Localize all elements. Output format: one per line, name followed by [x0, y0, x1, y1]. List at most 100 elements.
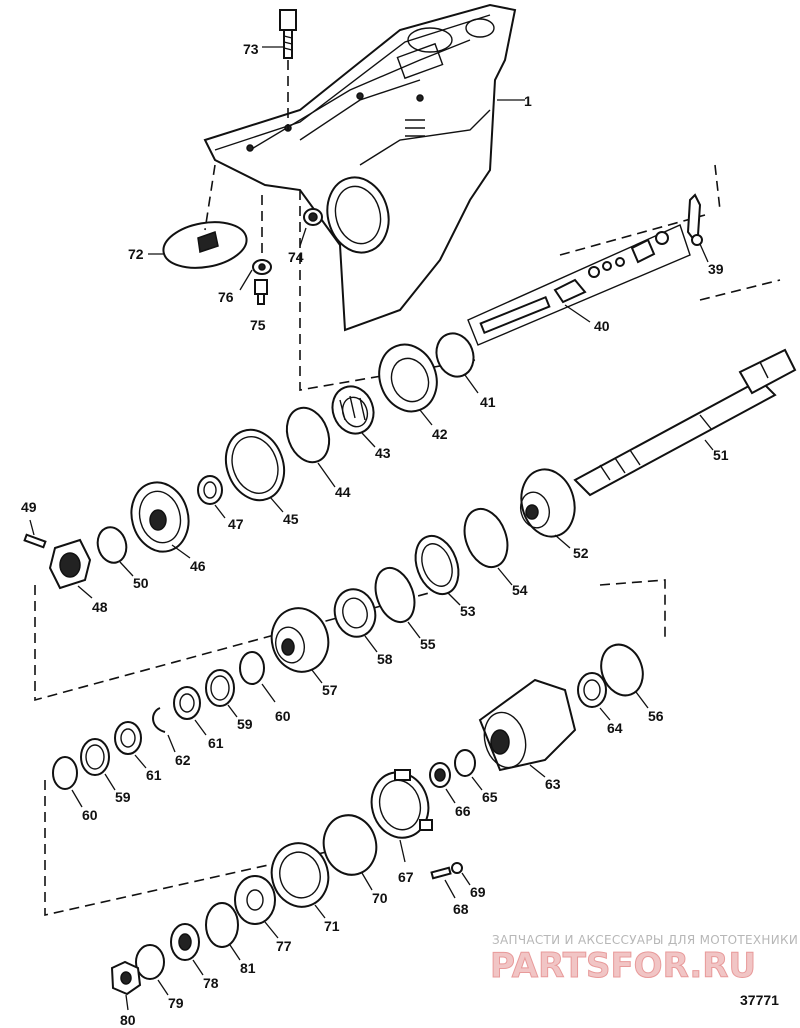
- tab-washer: [135, 944, 165, 980]
- screw: [254, 279, 268, 305]
- bearing-carrier: [270, 607, 330, 673]
- propeller-hub: [170, 923, 200, 961]
- needle-bearing: [333, 588, 377, 638]
- callout-77: 77: [276, 938, 292, 954]
- callout-45: 45: [283, 511, 299, 527]
- reverse-gear: [519, 468, 576, 538]
- callout-61b: 61: [146, 767, 162, 783]
- nut: [303, 208, 323, 226]
- watermark-logo-text: PARTSFOR.RU: [490, 946, 756, 985]
- o-ring: [600, 643, 644, 697]
- callout-42: 42: [432, 426, 448, 442]
- tab-washer: [205, 902, 239, 948]
- callout-40: 40: [594, 318, 610, 334]
- bearing-cup: [378, 343, 438, 413]
- callout-75: 75: [250, 317, 266, 333]
- callout-51: 51: [713, 447, 729, 463]
- gear-housing: [203, 3, 517, 332]
- callout-52: 52: [573, 545, 589, 561]
- callout-61a: 61: [208, 735, 224, 751]
- bearing-carrier: [478, 678, 577, 772]
- callout-41: 41: [480, 394, 496, 410]
- oil-seal: [429, 762, 451, 788]
- callout-79: 79: [168, 995, 184, 1011]
- callout-74: 74: [288, 249, 304, 265]
- callout-60a: 60: [275, 708, 291, 724]
- thrust-hub: [234, 875, 276, 925]
- callout-49: 49: [21, 499, 37, 515]
- callout-76: 76: [218, 289, 234, 305]
- callout-73: 73: [243, 41, 259, 57]
- callout-63: 63: [545, 776, 561, 792]
- callout-70: 70: [372, 890, 388, 906]
- thrust-bearing: [80, 738, 110, 776]
- callout-labels: 1 73 72 74 76 75 39 40 41 42 43 44 45 47…: [21, 41, 729, 1028]
- thrust-washer: [239, 651, 265, 685]
- callout-44: 44: [335, 484, 351, 500]
- callout-59a: 59: [237, 716, 253, 732]
- callout-71: 71: [324, 918, 340, 934]
- tab-washer: [322, 814, 378, 876]
- retaining-clip: [686, 193, 703, 246]
- callout-53: 53: [460, 603, 476, 619]
- cross-pin: [23, 533, 47, 549]
- bolt: [279, 9, 297, 59]
- o-ring: [435, 332, 475, 378]
- callout-56: 56: [648, 708, 664, 724]
- forward-gear: [130, 481, 190, 553]
- thrust-washer: [285, 406, 331, 464]
- callout-65: 65: [482, 789, 498, 805]
- callout-81: 81: [240, 960, 256, 976]
- watermark-logo: PARTSFOR.RU: [490, 946, 757, 986]
- callout-58: 58: [377, 651, 393, 667]
- callout-43: 43: [375, 445, 391, 461]
- callout-50: 50: [133, 575, 149, 591]
- roller-bearing: [197, 475, 223, 505]
- thrust-bearing: [414, 534, 460, 596]
- callout-46: 46: [190, 558, 206, 574]
- callout-55: 55: [420, 636, 436, 652]
- watermark-tagline: ЗАПЧАСТИ И АКСЕССУАРЫ ДЛЯ МОТОТЕХНИКИ: [492, 933, 799, 947]
- thrust-washer: [52, 756, 78, 790]
- callout-64: 64: [607, 720, 623, 736]
- nut: [451, 862, 463, 874]
- callout-69: 69: [470, 884, 486, 900]
- callout-60b: 60: [82, 807, 98, 823]
- shim-ring: [463, 507, 509, 569]
- needle-bearing: [331, 385, 375, 435]
- callout-80: 80: [120, 1012, 136, 1028]
- callout-68: 68: [453, 901, 469, 917]
- callout-66: 66: [455, 803, 471, 819]
- bearing-race: [173, 686, 201, 720]
- washer: [454, 749, 476, 777]
- callout-47: 47: [228, 516, 244, 532]
- carrier-retainer-nut: [270, 842, 330, 908]
- bolt: [430, 866, 452, 880]
- drawing-number: 37771: [740, 992, 779, 1008]
- propeller-nut: [110, 960, 142, 996]
- callout-1: 1: [524, 93, 532, 109]
- anode-plate: [162, 221, 248, 269]
- bearing-race: [114, 721, 142, 755]
- shift-shaft-assembly: [467, 224, 691, 346]
- callout-72: 72: [128, 246, 144, 262]
- thrust-bearing: [205, 669, 235, 707]
- callout-48: 48: [92, 599, 108, 615]
- retainer-clamp: [370, 769, 433, 839]
- callout-67: 67: [398, 869, 414, 885]
- sliding-clutch: [48, 538, 92, 590]
- callout-57: 57: [322, 682, 338, 698]
- callout-62: 62: [175, 752, 191, 768]
- callout-59b: 59: [115, 789, 131, 805]
- retaining-clip: [152, 707, 166, 733]
- callout-39: 39: [708, 261, 724, 277]
- propeller-shaft: [573, 348, 797, 497]
- callout-78: 78: [203, 975, 219, 991]
- callout-54: 54: [512, 582, 528, 598]
- washer-nut: [252, 259, 272, 275]
- retaining-ring: [96, 526, 128, 564]
- thrust-washer: [374, 566, 416, 624]
- needle-bearing: [577, 672, 607, 708]
- thrust-bearing: [224, 428, 286, 502]
